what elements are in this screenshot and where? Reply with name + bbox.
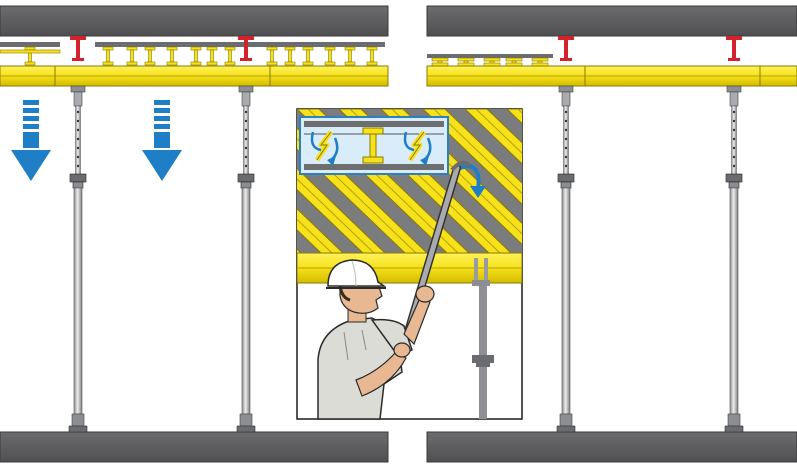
diagonal-beam [633,109,797,253]
diagonal-beam [506,109,522,125]
prop-head [238,36,254,61]
secondary-beams-right [427,54,553,67]
diagonal-beam [464,109,522,165]
secondary-beam [344,46,356,66]
prop-head [558,36,574,61]
floor-prop [68,85,88,433]
secondary-beam [144,46,156,66]
diagonal-beam [549,109,721,253]
worker-figure [317,259,435,420]
diagonal-beam [87,109,259,253]
top-slab-left [0,5,389,37]
rotate-beam-icon [403,130,432,166]
rotation-icons [310,130,432,166]
secondary-beam [24,46,36,66]
secondary-beam [483,57,501,67]
secondary-beam [457,57,475,67]
diagonal-beam [297,248,303,254]
bottom-slab-left [0,431,389,463]
detail-prop [472,258,494,419]
secondary-beam [431,57,449,67]
bottom-slab-right [426,431,797,463]
rotate-arrow-icon [459,164,486,198]
floor-prop [724,85,744,433]
primary-beam-right [426,65,797,87]
formwork-sheet [95,42,385,47]
secondary-beam [166,46,178,66]
hard-hat-icon [326,259,387,289]
down-arrow-icon [11,100,51,181]
prop-head [726,36,742,61]
top-slab-right [426,5,797,37]
secondary-beam [505,57,523,67]
secondary-beam [531,57,549,67]
secondary-beam [224,46,236,66]
floor-prop [236,85,256,433]
prop-heads [70,36,742,61]
prop-head [70,36,86,61]
formwork-sheet [0,42,60,47]
stripping-detail-panel [87,108,797,420]
secondary-beam [302,46,314,66]
secondary-beam [366,46,378,66]
primary-beam-left [0,65,389,87]
floor-props [68,85,744,433]
secondary-beam [266,46,278,66]
rotate-beam-icon [310,130,339,166]
secondary-beam [126,46,138,66]
secondary-beam [206,46,218,66]
secondary-beam [102,46,114,66]
floor-prop [556,85,576,433]
formwork-sheet [427,54,553,58]
secondary-beam [284,46,296,66]
secondary-beams-left [0,42,385,66]
down-arrow-icon [142,100,182,181]
secondary-beam [324,46,336,66]
secondary-beam [190,46,202,66]
lowering-arrows [11,100,182,181]
